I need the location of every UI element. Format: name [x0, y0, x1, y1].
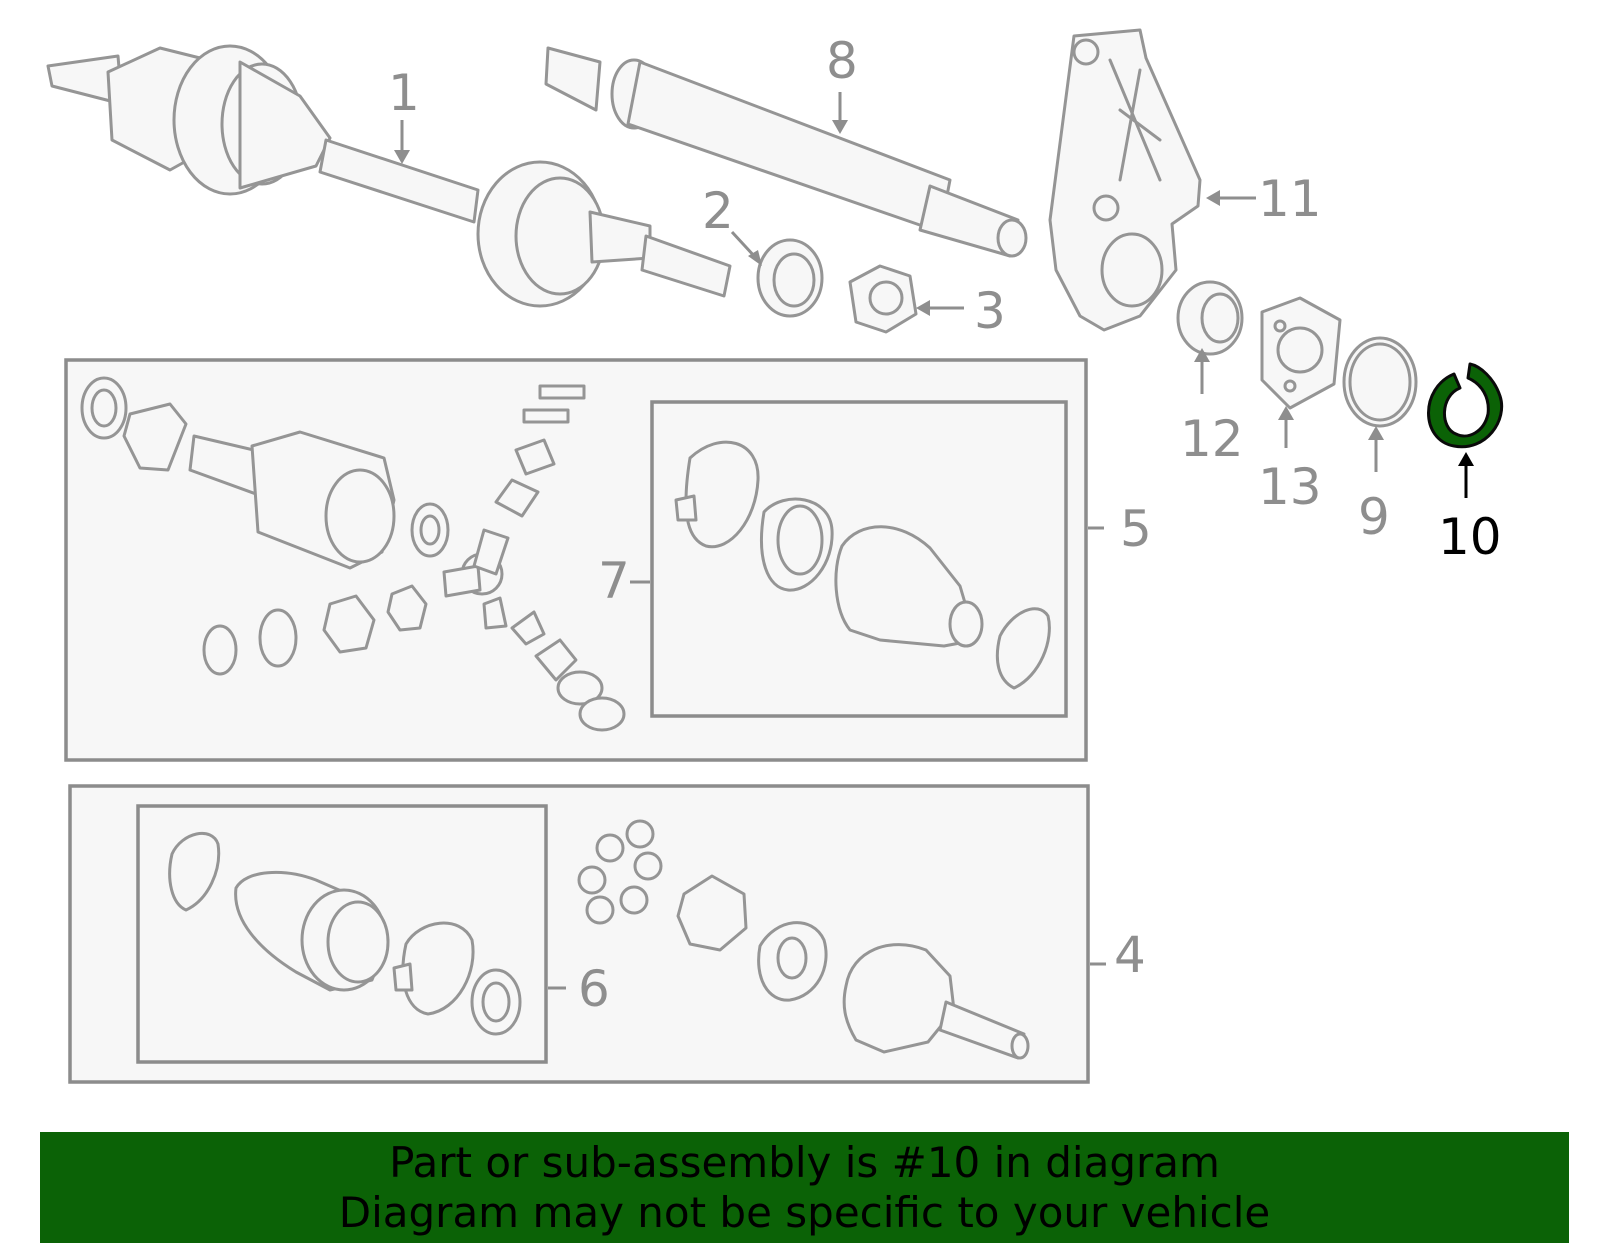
svg-text:6: 6 — [578, 960, 610, 1018]
kit-box-7[interactable] — [650, 400, 1068, 718]
part-12-bearing[interactable] — [1176, 280, 1244, 356]
svg-text:10: 10 — [1438, 508, 1502, 566]
part-13-flange[interactable] — [1260, 296, 1342, 410]
kit-box-6[interactable] — [136, 804, 548, 1064]
callout-10: 10 — [1438, 452, 1502, 566]
svg-text:12: 12 — [1180, 410, 1244, 468]
svg-text:11: 11 — [1258, 170, 1322, 228]
svg-text:4: 4 — [1114, 926, 1146, 984]
callout-9: 9 — [1358, 426, 1390, 546]
part-8-intermediate-shaft[interactable] — [544, 46, 1028, 258]
svg-text:5: 5 — [1120, 500, 1152, 558]
svg-text:13: 13 — [1258, 458, 1322, 516]
svg-text:9: 9 — [1358, 488, 1390, 546]
banner-line-part: Part or sub-assembly is #10 in diagram — [389, 1138, 1220, 1187]
svg-text:8: 8 — [826, 32, 858, 90]
callout-7: 7 — [598, 552, 650, 610]
callout-6: 6 — [548, 960, 610, 1018]
callout-5: 5 — [1088, 500, 1152, 558]
banner-line-disclaimer: Diagram may not be specific to your vehi… — [338, 1188, 1271, 1237]
svg-text:1: 1 — [388, 64, 420, 122]
part-11-bracket[interactable] — [1048, 28, 1202, 332]
part-3-nut[interactable] — [848, 264, 918, 334]
callout-2: 2 — [702, 182, 762, 266]
callout-3: 3 — [916, 282, 1006, 340]
callout-4: 4 — [1090, 926, 1146, 984]
part-9-ring-seal[interactable] — [1342, 336, 1418, 428]
svg-text:2: 2 — [702, 182, 734, 240]
part-1-axle-shaft[interactable] — [46, 44, 732, 308]
part-2-seal[interactable] — [756, 238, 824, 318]
callout-8: 8 — [826, 32, 858, 134]
callout-1: 1 — [388, 64, 420, 164]
info-banner: Part or sub-assembly is #10 in diagram D… — [40, 1132, 1569, 1243]
svg-text:7: 7 — [598, 552, 630, 610]
svg-text:3: 3 — [974, 282, 1006, 340]
callout-13: 13 — [1258, 406, 1322, 516]
callout-12: 12 — [1180, 348, 1244, 468]
callout-11: 11 — [1206, 170, 1322, 228]
part-10-snap-ring[interactable] — [1427, 362, 1504, 449]
